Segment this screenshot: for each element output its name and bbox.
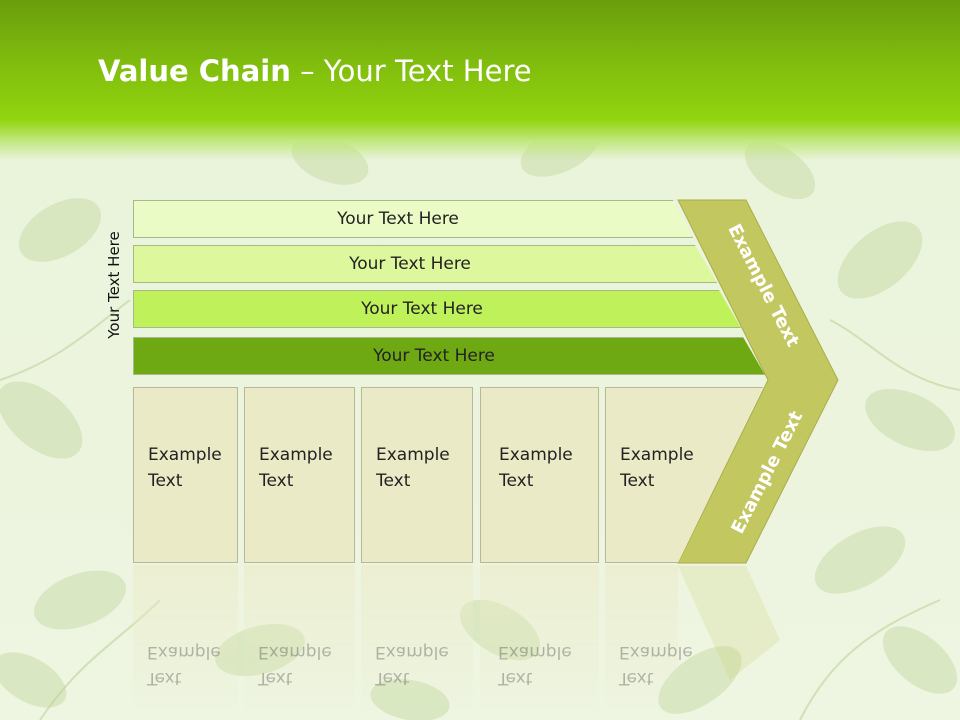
- value-bar-4: Your Text Here: [133, 337, 765, 375]
- title-rest: – Your Text Here: [290, 54, 532, 88]
- value-bar-1: Your Text Here: [133, 200, 693, 238]
- chevron-reflection: [678, 566, 780, 680]
- box-line1: Example: [499, 445, 573, 465]
- box-line2: Text: [148, 471, 183, 491]
- example-box-3: Example Text: [361, 387, 473, 563]
- bar-label: Your Text Here: [349, 254, 471, 274]
- slide-title: Value Chain – Your Text Here: [98, 54, 532, 88]
- example-box-1: Example Text: [133, 387, 238, 563]
- chevron-shape: [677, 199, 839, 564]
- box-line1: Example: [620, 445, 694, 465]
- box-line2: Text: [259, 471, 294, 491]
- bar-label: Your Text Here: [373, 346, 495, 366]
- title-bold: Value Chain: [98, 54, 291, 88]
- box-line1: Example: [376, 445, 450, 465]
- box-line1: Example: [148, 445, 222, 465]
- bar-label: Your Text Here: [361, 299, 483, 319]
- example-box-4: Example Text: [480, 387, 599, 563]
- bar-label: Your Text Here: [337, 209, 459, 229]
- value-bar-3: Your Text Here: [133, 290, 741, 328]
- box-line2: Text: [620, 471, 655, 491]
- header-band: [0, 0, 960, 160]
- box-line1: Example: [259, 445, 333, 465]
- example-box-2: Example Text: [244, 387, 355, 563]
- value-bar-2: Your Text Here: [133, 245, 717, 283]
- box-line2: Text: [499, 471, 534, 491]
- box-line2: Text: [376, 471, 411, 491]
